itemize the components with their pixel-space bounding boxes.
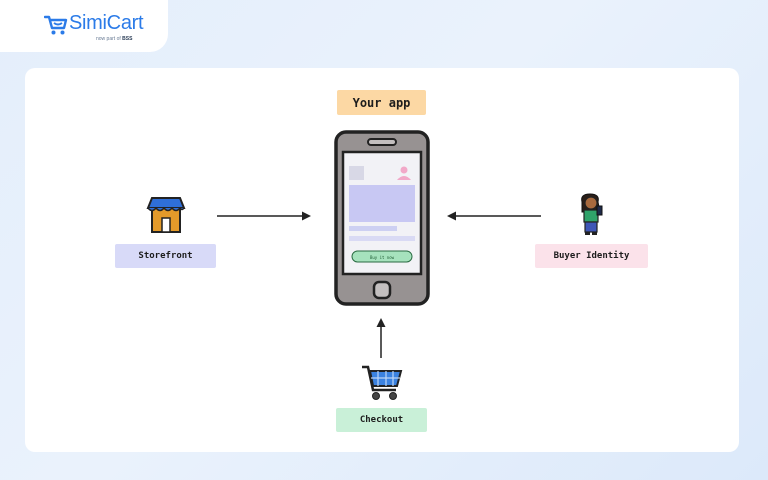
phone-speaker — [367, 138, 397, 146]
buy-now-button-label: Buy it now — [369, 255, 395, 260]
screen-banner — [349, 185, 415, 222]
phone-illustration — [334, 130, 430, 306]
shopping-cart-icon — [362, 365, 403, 400]
arrow-checkout-to-app — [376, 318, 386, 358]
brand-tagline: now part of BSS — [96, 36, 133, 42]
phone-home-button — [372, 280, 392, 300]
user-avatar-icon — [397, 166, 411, 180]
arrow-storefront-to-app — [217, 211, 311, 221]
cart-logo-icon — [44, 15, 68, 35]
screen-text-line — [349, 236, 415, 241]
brand-logo[interactable]: SimiCart now part of BSS — [0, 0, 168, 52]
storefront-label: Storefront — [115, 244, 216, 268]
arrow-buyer-to-app — [447, 211, 541, 221]
buyer-identity-label: Buyer Identity — [535, 244, 648, 268]
screen-text-line — [349, 226, 397, 231]
store-icon — [146, 197, 186, 233]
brand-name: SimiCart — [69, 12, 144, 34]
your-app-label: Your app — [337, 90, 426, 115]
screen-image-placeholder — [349, 166, 364, 180]
person-icon — [581, 193, 603, 235]
buy-now-button — [351, 250, 413, 263]
checkout-label: Checkout — [336, 408, 427, 432]
